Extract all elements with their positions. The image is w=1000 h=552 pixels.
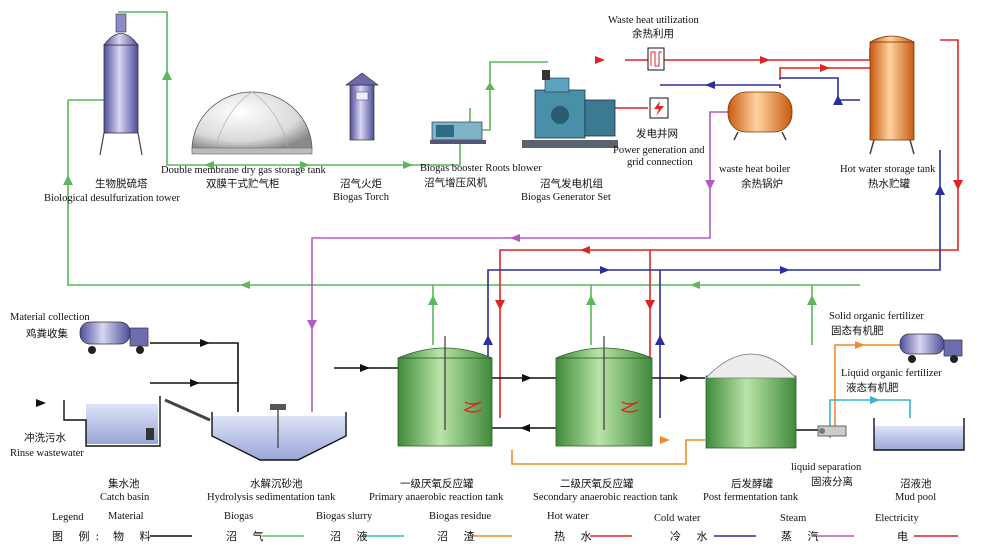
legend-item-material-en: Material [108,511,144,522]
legend-item-material-cn: 物 料 [113,530,157,543]
legend-item-biogas-cn: 沼 气 [226,530,270,543]
hydrolysis-tank [164,398,347,461]
label-blower-en: Biogas booster Roots blower [420,163,542,174]
label-rinse-en: Rinse wastewater [10,448,84,459]
generator-set [522,70,618,148]
label-boiler-en: waste heat boiler [719,164,791,175]
legend-item-biogas-en: Biogas [224,511,254,522]
legend-item-hot-water-cn: 热 水 [554,530,598,543]
label-solid-cn: 固态有机肥 [831,325,884,337]
legend-item-electricity-en: Electricity [875,513,919,524]
electric-line [610,59,648,109]
legend-item-steam-cn: 蒸 汽 [781,530,825,543]
flow-arrows [36,56,963,444]
secondary-reactor [555,336,653,447]
label-generator-en: Biogas Generator Set [521,192,611,203]
label-mud-en: Mud pool [895,492,937,503]
label-solid-en: Solid organic fertilizer [829,311,924,322]
label-primary-en: Primary anaerobic reaction tank [369,492,504,503]
waste-heat-boiler [727,91,793,141]
hot-water-storage-tank [869,35,915,155]
post-fermentation-tank [705,353,797,449]
label-collection-en: Material collection [10,312,90,323]
label-rinse-cn: 冲洗污水 [24,432,66,444]
label-power-cn: 发电并网 [636,128,678,140]
legend-title-cn: 图 例: [52,530,106,543]
label-boiler-cn: 余热锅炉 [741,178,783,190]
label-secondary-cn: 二级厌氧反应罐 [560,478,634,490]
label-storage-en: Double membrane dry gas storage tank [161,165,326,176]
lightning-icon [649,97,669,119]
catch-basin [63,396,161,447]
liquid-separator [817,425,847,437]
label-catch-cn: 集水池 [108,478,140,490]
label-desulf-cn: 生物脱硫塔 [95,178,148,190]
steam-pipes [311,111,728,412]
primary-reactor [397,336,493,447]
label-waste-heat-cn: 余热利用 [632,28,674,40]
label-hydrolysis-en: Hydrolysis sedimentation tank [207,492,336,503]
legend-item-residue-cn: 沼 渣 [437,530,481,543]
gas-storage-dome [191,91,313,155]
roots-blower [430,121,486,144]
label-secondary-en: Secondary anaerobic reaction tank [533,492,678,503]
legend-item-slurry-cn: 沼 液 [330,530,374,543]
label-torch-cn: 沼气火炬 [340,178,382,190]
legend-item-cold-water-cn: 冷 水 [670,530,714,543]
legend-item-residue-en: Biogas residue [429,511,492,522]
label-collection-cn: 鸡粪收集 [26,328,68,340]
collection-truck [79,321,149,354]
label-mud-cn: 沼液池 [900,478,932,490]
solid-fertilizer-truck [899,333,963,363]
label-generator-cn: 沼气发电机组 [540,178,603,190]
label-liquid-en: Liquid organic fertilizer [841,368,942,379]
label-waste-heat-en: Waste heat utilization [608,15,699,26]
label-power-en2: grid connection [627,157,693,168]
label-primary-cn: 一级厌氧反应罐 [400,478,474,490]
label-hotwater-en: Hot water storage tank [840,164,936,175]
label-liquid-cn: 液态有机肥 [846,382,899,394]
legend-item-hot-water-en: Hot water [547,511,589,522]
legend-item-slurry-en: Biogas slurry [316,511,373,522]
legend-item-steam-en: Steam [780,513,807,524]
legend-item-cold-water-en: Cold water [654,513,701,524]
label-desulf-en: Biological desulfurization tower [44,193,180,204]
label-post-en: Post fermentation tank [703,492,799,503]
label-torch-en: Biogas Torch [333,192,389,203]
label-separation-en: liquid separation [791,462,862,473]
biogas-torch [344,72,380,141]
label-storage-cn: 双膜干式贮气柜 [206,178,280,190]
label-blower-cn: 沼气增压风机 [424,177,487,189]
label-post-cn: 后发酵罐 [731,478,773,490]
label-hydrolysis-cn: 水解沉砂池 [250,478,303,490]
legend-item-electricity-cn: 电 [897,530,914,543]
label-power-en1: Power generation and [613,145,705,156]
heat-exchanger-icon [647,47,665,71]
legend-title-en: Legend [52,512,84,523]
desulfurization-tower [99,13,143,156]
label-separation-cn: 固液分离 [811,476,853,488]
label-catch-en: Catch basin [100,492,150,503]
mud-pool [873,418,965,451]
label-hotwater-cn: 热水贮罐 [868,178,910,190]
